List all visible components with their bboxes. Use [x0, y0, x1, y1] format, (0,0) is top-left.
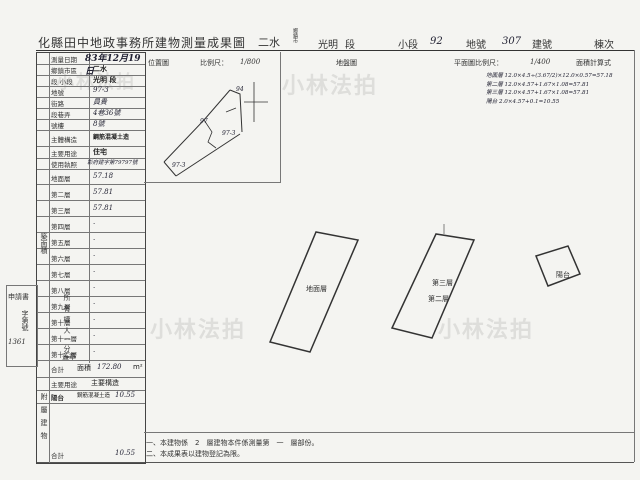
calc-line: 地面層 12.0×4.5÷(3.67/2)×12.0×0.57=57.18 — [486, 73, 613, 79]
subsection-value: 92 — [430, 36, 443, 47]
landno-value: 307 — [502, 36, 522, 47]
plan-third-floor: 第三層 — [432, 279, 453, 287]
township-value: 二水 — [258, 36, 280, 49]
applicant-label: 申請書 — [8, 293, 29, 301]
document-title: 化縣田中地政事務所建物測量成果圖 — [38, 36, 247, 50]
survey-date: 83年12月19日 — [85, 54, 141, 77]
attach-area: 10.55 — [115, 391, 136, 399]
section-name: 光明 — [318, 40, 338, 51]
plan-second-floor: 第二層 — [428, 295, 449, 303]
footer-note-2: 二、本成果表以建物登記為限。 — [146, 450, 244, 458]
footer-note-1: 一、本建物係 2 層建物本件係測量第 一 層部份。 — [146, 439, 319, 447]
township-row-value: 二水 — [93, 65, 107, 73]
calc-line: 陽台 2.0×4.57+0.1=10.55 — [486, 98, 560, 105]
floor-row: 第四層· — [37, 217, 145, 233]
calc-line: 第三層 12.0×4.57+1.67×1.08=57.81 — [486, 90, 590, 96]
total-area: 172.80 — [97, 363, 122, 371]
floor-plan — [268, 224, 581, 353]
township-suffix: 鄉鎮市 — [292, 28, 298, 43]
plan-scale: 1/400 — [530, 58, 551, 66]
plan-title: 地盤圖 — [336, 59, 357, 67]
floor-row: 第六層· — [37, 249, 145, 265]
top-border — [36, 50, 634, 51]
side-number: 1361 — [8, 338, 26, 346]
number-value: 8號 — [93, 120, 105, 128]
structure-value: 鋼筋混凝土造 — [93, 134, 130, 141]
bottom-border — [36, 462, 634, 463]
watermark-corner: 小林法拍 — [56, 72, 136, 93]
floor-row: 第十層· — [37, 313, 145, 329]
floor-row: 第八層· — [37, 281, 145, 297]
plan-ground-floor: 地面層 — [306, 285, 327, 293]
attach-item: 陽台 — [51, 394, 64, 402]
watermark-right: 小林法拍 — [438, 318, 535, 343]
calc-line: 第二層 12.0×4.57+1.67×1.08=57.81 — [486, 81, 590, 88]
section-label: 段 — [345, 40, 355, 51]
location-sketch — [163, 82, 268, 177]
plan-balcony: 陽台 — [556, 271, 570, 279]
location-scale: 1/800 — [240, 58, 261, 66]
use-value: 住宅 — [93, 148, 107, 156]
floor-row: 第十二層· — [37, 345, 145, 361]
building-label: 建號 — [532, 40, 552, 51]
section-row-value: 光明 段 — [93, 76, 117, 84]
subsection-label: 小段 — [398, 40, 418, 51]
floor-row: 第七層· — [37, 265, 145, 281]
floor-row: 第五層· — [37, 233, 145, 249]
land-no-value: 97-3 — [93, 86, 109, 94]
floor-row: 第九層· — [37, 297, 145, 313]
landno-label: 地號 — [466, 40, 486, 51]
road-value: 員貴 — [93, 98, 107, 106]
attach-total: 10.55 — [115, 449, 136, 457]
watermark-left: 小林法拍 — [150, 318, 247, 343]
area-calculation: 地面層 12.0×4.5÷(3.67/2)×12.0×0.57=57.18 第二層… — [486, 72, 613, 106]
lane-value: 4巷36號 — [93, 109, 121, 117]
right-border — [634, 50, 635, 462]
seq-label: 棟次 — [594, 40, 614, 51]
permit-value: 彰府建字第79797號 — [87, 160, 138, 166]
watermark-top: 小林法拍 — [282, 74, 379, 99]
location-map-title: 位置圖 — [148, 59, 169, 67]
floor-row: 第十一層· — [37, 329, 145, 345]
